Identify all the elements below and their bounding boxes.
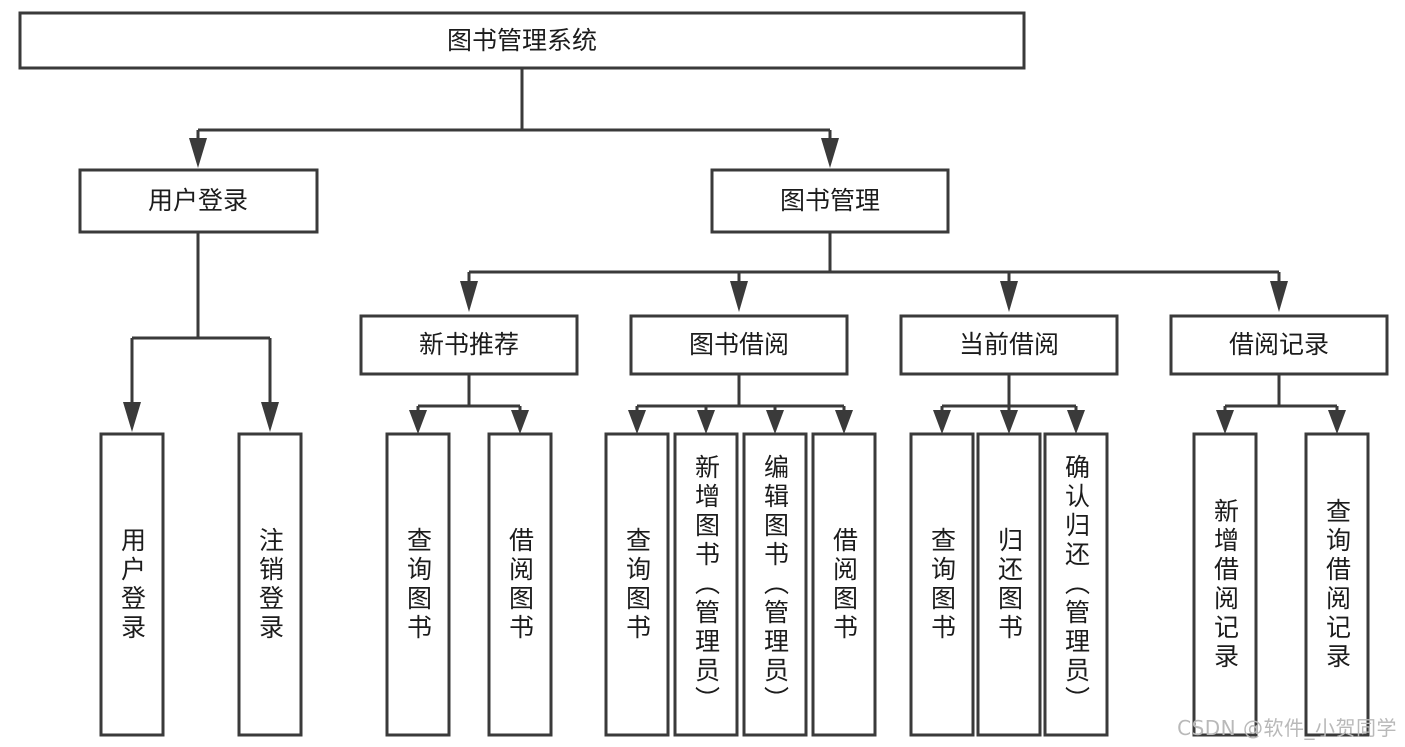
arrow-borrow-leaf-3 [766, 410, 784, 434]
leaf-current-query-book-fo: 查询图书 [927, 526, 957, 643]
leaf-new-book-borrow-label: 借阅图书 [505, 526, 535, 643]
node-book-management-label: 图书管理 [780, 186, 880, 215]
node-new-book-recommend-box [359, 314, 579, 376]
leaf-current-confirm-return-fo: 确认归还（管理员） [1061, 454, 1091, 715]
connectors [123, 68, 1346, 434]
arrow-userlogin-leaf-2 [261, 402, 279, 432]
arrow-borrow-leaf-4 [835, 410, 853, 434]
node-root-system[interactable]: 图书管理系统 [18, 11, 1026, 70]
node-current-borrow-box [899, 314, 1119, 376]
leaf-current-confirm-return-label: 确认归还（管理员） [1061, 454, 1091, 715]
leaf-borrow-borrow-book-fo: 借阅图书 [829, 526, 859, 643]
leaf-user-login-login[interactable]: 用户登录 [99, 432, 165, 737]
leaf-user-login-login-label: 用户登录 [117, 526, 147, 643]
leaf-record-add-fo: 新增借阅记录 [1210, 497, 1240, 672]
arrow-bookmgmt-to-new-book [460, 281, 478, 312]
leaf-borrow-query-book-label: 查询图书 [622, 526, 652, 643]
node-book-borrow-box [629, 314, 849, 376]
node-root-label: 图书管理系统 [447, 26, 597, 55]
node-root-box [18, 11, 1026, 70]
leaf-borrow-edit-book[interactable]: 编辑图书（管理员） [742, 432, 808, 737]
leaf-user-login-login-box [99, 432, 165, 737]
leaf-borrow-borrow-book-box [811, 432, 877, 737]
leaf-record-add[interactable]: 新增借阅记录 [1192, 432, 1258, 737]
leaf-borrow-edit-book-box [742, 432, 808, 737]
leaf-user-login-logout-label: 注销登录 [255, 526, 285, 643]
node-book-borrow-label: 图书借阅 [689, 330, 789, 359]
arrow-bookmgmt-to-borrow [730, 281, 748, 312]
leaf-user-login-logout[interactable]: 注销登录 [237, 432, 303, 737]
leaf-new-book-borrow[interactable]: 借阅图书 [487, 432, 553, 737]
leaf-user-login-login-fo: 用户登录 [117, 526, 147, 643]
leaf-new-book-query-fo: 查询图书 [403, 526, 433, 643]
node-borrow-record-label: 借阅记录 [1229, 330, 1329, 359]
leaf-new-book-borrow-fo: 借阅图书 [505, 526, 535, 643]
arrow-current-leaf-1 [933, 410, 951, 434]
leaf-current-confirm-return-box [1043, 432, 1109, 737]
leaf-borrow-borrow-book[interactable]: 借阅图书 [811, 432, 877, 737]
leaf-record-query-fo: 查询借阅记录 [1322, 497, 1352, 672]
node-new-book-recommend-label: 新书推荐 [419, 330, 519, 359]
leaf-user-login-logout-fo: 注销登录 [255, 526, 285, 643]
leaf-current-return-book-fo: 归还图书 [994, 526, 1024, 643]
leaf-borrow-query-book-fo: 查询图书 [622, 526, 652, 643]
leaf-borrow-add-book-fo: 新增图书（管理员） [691, 454, 721, 715]
leaf-user-login-logout-box [237, 432, 303, 737]
leaf-borrow-query-book[interactable]: 查询图书 [604, 432, 670, 737]
node-current-borrow[interactable]: 当前借阅 [899, 314, 1119, 376]
leaf-record-add-label: 新增借阅记录 [1210, 497, 1240, 672]
leaf-borrow-add-book-label: 新增图书（管理员） [691, 454, 721, 715]
arrow-newbook-leaf-2 [511, 410, 529, 434]
node-new-book-recommend[interactable]: 新书推荐 [359, 314, 579, 376]
leaf-borrow-edit-book-fo: 编辑图书（管理员） [760, 454, 790, 715]
leaf-record-query-box [1304, 432, 1370, 737]
leaf-borrow-query-book-box [604, 432, 670, 737]
leaf-current-return-book-box [976, 432, 1042, 737]
arrow-borrow-leaf-1 [628, 410, 646, 434]
arrow-current-leaf-3 [1067, 410, 1085, 434]
leaf-record-add-box [1192, 432, 1258, 737]
leaf-current-confirm-return[interactable]: 确认归还（管理员） [1043, 432, 1109, 737]
leaf-current-query-book[interactable]: 查询图书 [909, 432, 975, 737]
leaf-borrow-edit-book-label: 编辑图书（管理员） [760, 454, 790, 715]
arrow-record-leaf-2 [1328, 410, 1346, 434]
leaf-current-query-book-box [909, 432, 975, 737]
arrow-root-to-book-mgmt [821, 138, 839, 168]
node-book-borrow[interactable]: 图书借阅 [629, 314, 849, 376]
leaf-borrow-add-book[interactable]: 新增图书（管理员） [673, 432, 739, 737]
arrow-newbook-leaf-1 [409, 410, 427, 434]
leaf-record-query-label: 查询借阅记录 [1322, 497, 1352, 672]
arrow-current-leaf-2 [1000, 410, 1018, 434]
leaf-current-query-book-label: 查询图书 [927, 526, 957, 643]
leaf-borrow-add-book-box [673, 432, 739, 737]
leaf-new-book-borrow-box [487, 432, 553, 737]
leaf-record-query[interactable]: 查询借阅记录 [1304, 432, 1370, 737]
node-book-management-box [710, 168, 950, 234]
arrow-userlogin-leaf-1 [123, 402, 141, 432]
leaf-new-book-query[interactable]: 查询图书 [385, 432, 451, 737]
node-book-management[interactable]: 图书管理 [710, 168, 950, 234]
node-borrow-record-box [1169, 314, 1389, 376]
node-current-borrow-label: 当前借阅 [959, 330, 1059, 359]
leaf-new-book-query-box [385, 432, 451, 737]
leaf-current-return-book[interactable]: 归还图书 [976, 432, 1042, 737]
arrow-bookmgmt-to-record [1270, 281, 1288, 312]
arrow-bookmgmt-to-current [1000, 281, 1018, 312]
arrow-root-to-user-login [189, 138, 207, 168]
leaf-current-return-book-label: 归还图书 [994, 526, 1024, 643]
node-borrow-record[interactable]: 借阅记录 [1169, 314, 1389, 376]
node-user-login-box [78, 168, 319, 234]
node-user-login[interactable]: 用户登录 [78, 168, 319, 234]
leaf-borrow-borrow-book-label: 借阅图书 [829, 526, 859, 643]
arrow-record-leaf-1 [1216, 410, 1234, 434]
node-user-login-label: 用户登录 [148, 186, 248, 215]
arrow-borrow-leaf-2 [697, 410, 715, 434]
leaf-new-book-query-label: 查询图书 [403, 526, 433, 643]
